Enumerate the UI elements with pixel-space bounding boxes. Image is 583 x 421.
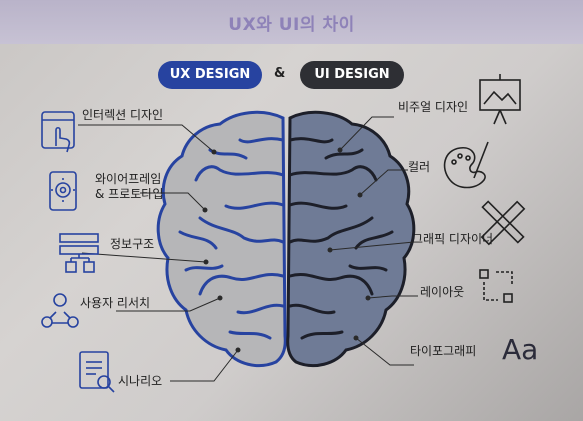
palette-icon [443,141,489,189]
connector-research [116,297,221,312]
ui-design-pill: UI DESIGN [300,61,404,89]
layout-icon [479,269,513,303]
ux-item-information-architecture: 정보구조 [110,237,155,251]
ruler-pencil-icon [480,200,526,246]
header-band [0,0,583,44]
ampersand: & [274,66,286,81]
typography-aa-icon: Aa [502,333,539,366]
ux-item-wireframe-prototype: 와이어프레임 & 프로토타입 [95,172,164,201]
user-research-icon [41,293,79,328]
ui-item-graphic-designer: 그래픽 디자이너 [412,232,494,246]
scenario-document-icon [79,351,115,393]
ui-item-visual-design: 비주얼 디자인 [398,100,469,114]
connector-ia [81,252,207,263]
page-title: UX와 UI의 차이 [228,15,355,35]
ux-design-pill: UX DESIGN [158,61,262,89]
ui-item-color: 컬러 [408,160,431,174]
ux-brain-hemisphere [156,110,287,367]
connector-graphic [329,241,415,251]
connector-scenario [170,349,239,382]
ux-item-scenario: 시나리오 [118,374,163,388]
ui-brain-hemisphere [286,110,416,367]
connector-color [359,169,408,196]
connector-interaction [78,124,215,153]
ui-item-layout: 레이아웃 [420,285,465,299]
ux-item-interaction-design: 인터렉션 디자인 [82,108,164,122]
ux-item-user-research: 사용자 리서치 [80,296,151,310]
connector-typography [355,337,414,366]
ui-connectors [329,116,418,366]
ux-connector-dots [202,149,241,353]
prototype-gear-icon [49,171,77,211]
connector-visual [339,116,394,151]
ux-connectors [78,124,239,382]
connector-layout [367,295,418,299]
presentation-board-icon [479,74,521,125]
connector-wireframe [140,192,206,211]
touch-screen-icon [41,111,75,153]
sitemap-icon [59,233,99,273]
ui-item-typography: 타이포그래피 [410,344,477,358]
ui-connector-dots [327,147,371,341]
